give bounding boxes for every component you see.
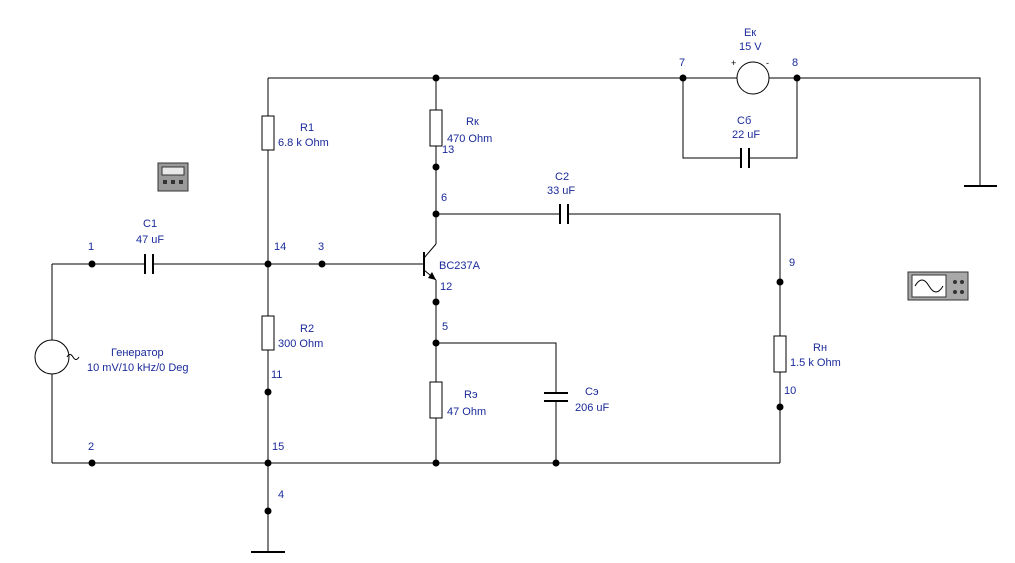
node-label: 14 [274,241,286,253]
node-label: 4 [278,489,284,501]
ek-name: Eк [744,27,756,39]
node-label: 10 [784,385,796,397]
node-label: 13 [442,144,454,156]
gen-value: 10 mV/10 kHz/0 Deg [87,362,189,374]
capacitor-ce [544,392,568,402]
gen-name: Генератор [111,347,164,359]
ce-value: 206 uF [575,402,610,414]
resistor-r2 [261,315,275,351]
re-name: Rэ [464,389,478,401]
q1-name: BC237A [439,260,481,272]
node-label: 1 [88,241,94,253]
rn-value: 1.5 k Ohm [790,357,841,369]
signal-generator [34,339,80,375]
r1-name: R1 [300,122,314,134]
cb-value: 22 uF [732,129,760,141]
node-label: 12 [440,281,452,293]
voltage-source-ek: + - [731,58,770,95]
svg-text:+: + [731,58,736,68]
capacitor-c1 [144,254,154,274]
ce-name: Cэ [585,386,599,398]
node-label: 5 [442,321,448,333]
ek-value: 15 V [739,41,762,53]
c1-value: 47 uF [136,234,164,246]
re-value: 47 Ohm [447,406,486,418]
node-label: 3 [318,241,324,253]
c2-value: 33 uF [547,185,575,197]
rk-name: Rк [466,116,479,128]
resistor-rn [773,335,787,373]
node-label: 7 [679,57,685,69]
r2-name: R2 [300,323,314,335]
rn-name: Rн [813,342,827,354]
oscilloscope-icon[interactable] [907,271,969,301]
node-label: 8 [792,57,798,69]
capacitor-cb [740,148,750,168]
node-label: 2 [88,441,94,453]
wires [51,77,997,553]
c2-name: C2 [555,171,569,183]
node-label: 15 [272,441,284,453]
resistor-r1 [261,115,275,151]
resistor-re [429,381,443,419]
r2-value: 300 Ohm [278,338,323,350]
capacitor-c2 [559,204,569,224]
node-label: 6 [441,192,447,204]
r1-value: 6.8 k Ohm [278,137,329,149]
resistor-rk [429,109,443,147]
c1-name: C1 [143,218,157,230]
svg-text:-: - [766,58,769,68]
junctions [88,74,801,515]
rk-value: 470 Ohm [447,133,492,145]
node-label: 9 [789,257,795,269]
cb-name: Cб [737,115,751,127]
node-label: 11 [271,369,282,381]
multimeter-icon[interactable] [157,162,189,192]
